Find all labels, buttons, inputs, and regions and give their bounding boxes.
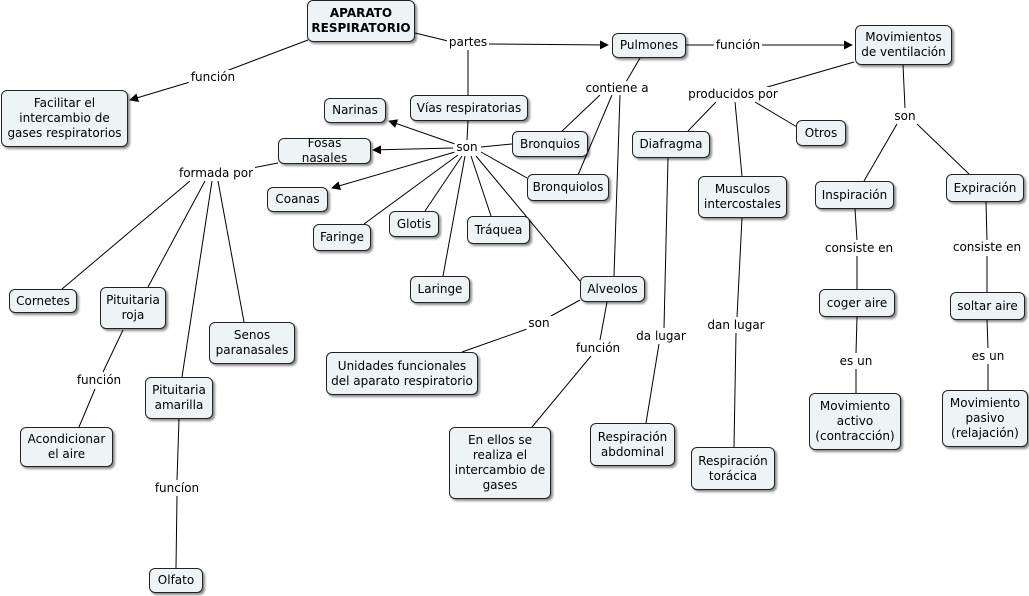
label-es-un-activo: es un xyxy=(837,354,875,368)
node-senos-paranasales[interactable]: Senos paranasales xyxy=(209,322,295,364)
node-respiracion-abdominal[interactable]: Respiración abdominal xyxy=(590,423,675,466)
label-formada-por: formada por xyxy=(176,166,256,180)
edge-diafragma-dalugar xyxy=(663,157,669,329)
label-da-lugar: da lugar xyxy=(634,329,688,343)
edge-movimientos-producidos xyxy=(763,61,855,89)
edge-vias-son xyxy=(466,120,469,141)
label-son-alveolos: son xyxy=(526,316,552,330)
label-son-movimientos: son xyxy=(892,109,918,123)
edge-coger-esun xyxy=(855,316,858,354)
label-contiene-a: contiene a xyxy=(583,81,651,95)
edge-son-coanas xyxy=(331,151,456,191)
node-pituitaria-roja[interactable]: Pituitaria roja xyxy=(100,287,166,329)
edge-partes-pulmones xyxy=(488,40,609,50)
node-movimientos-ventilacion[interactable]: Movimientos de ventilación xyxy=(855,25,952,65)
label-funcion-pituitaria-roja: función xyxy=(74,373,124,387)
edge-fosas-formada xyxy=(251,162,279,169)
label-son-vias: son xyxy=(454,140,480,154)
node-bronquiolos[interactable]: Bronquiolos xyxy=(527,174,609,201)
node-pulmones[interactable]: Pulmones xyxy=(612,33,686,58)
edge-funcion-acondicionar xyxy=(78,388,96,428)
edge-dalugar-abdominal xyxy=(645,343,660,424)
edge-son-bronquios xyxy=(480,143,513,148)
edge-producidos-musculos xyxy=(734,101,743,177)
label-funcion-pulmones: función xyxy=(713,38,763,52)
edge-son-bronquiolos xyxy=(480,151,528,179)
edge-producidos-otros xyxy=(754,101,798,128)
edge-pitamarilla-funcion xyxy=(176,418,180,481)
node-musculos-intercostales[interactable]: Musculos intercostales xyxy=(698,176,787,218)
node-coger-aire[interactable]: coger aire xyxy=(819,289,895,317)
label-funcion-pituitaria-amarilla: funcíon xyxy=(152,481,202,495)
node-en-ellos-intercambio[interactable]: En ellos se realiza el intercambio de ga… xyxy=(449,427,551,499)
node-cornetes[interactable]: Cornetes xyxy=(9,289,77,313)
edge-aparato-partes xyxy=(414,32,449,42)
node-expiracion[interactable]: Expiración xyxy=(946,174,1024,202)
node-facilitar-intercambio[interactable]: Facilitar el intercambio de gases respir… xyxy=(1,90,128,147)
edge-movimientos-son xyxy=(902,64,906,109)
edge-formada-pitroja xyxy=(147,180,206,288)
node-inspiracion[interactable]: Inspiración xyxy=(815,181,894,209)
edge-son-fosas xyxy=(372,145,454,155)
node-acondicionar-aire[interactable]: Acondicionar el aire xyxy=(20,427,113,467)
edge-pitroja-funcion xyxy=(102,329,124,373)
edge-formada-senos xyxy=(217,180,245,323)
node-laringe[interactable]: Laringe xyxy=(410,276,470,303)
node-diafragma[interactable]: Diafragma xyxy=(632,131,710,158)
edge-alveolos-son xyxy=(550,299,581,317)
node-coanas[interactable]: Coanas xyxy=(267,187,328,212)
node-glotis[interactable]: Glotis xyxy=(389,211,439,237)
edge-funcion-enellos xyxy=(531,355,592,428)
edge-formada-pitamarilla xyxy=(181,180,213,378)
node-pituitaria-amarilla[interactable]: Pituitaria amarilla xyxy=(145,377,213,419)
node-traquea[interactable]: Tráquea xyxy=(467,216,530,244)
edge-expiracion-consiste xyxy=(985,201,988,241)
edge-formada-cornetes xyxy=(61,180,191,290)
label-es-un-pasivo: es un xyxy=(969,349,1007,363)
edge-producidos-diafragma xyxy=(687,101,717,132)
node-unidades-funcionales[interactable]: Unidades funcionales del aparato respira… xyxy=(326,352,478,395)
edge-funcion-facilitar xyxy=(129,81,191,102)
edge-son-inspiracion xyxy=(863,123,898,182)
node-respiracion-toracica[interactable]: Respiración torácica xyxy=(691,447,775,490)
edge-son-unidades xyxy=(461,328,528,353)
node-narinas[interactable]: Narinas xyxy=(324,98,386,123)
edge-son-narinas xyxy=(388,119,456,145)
edge-contiene-bronquios xyxy=(559,94,601,134)
node-vias-respiratorias[interactable]: Vías respiratorias xyxy=(410,95,528,121)
label-consiste-en-expiracion: consiste en xyxy=(950,240,1024,254)
edge-pulmones-contiene xyxy=(625,57,641,83)
node-otros[interactable]: Otros xyxy=(796,120,846,146)
edge-danlugar-toracica xyxy=(733,332,737,448)
node-soltar-aire[interactable]: soltar aire xyxy=(950,292,1025,320)
node-fosas-nasales[interactable]: Fosas nasales xyxy=(278,136,371,165)
node-movimiento-activo[interactable]: Movimiento activo (contracción) xyxy=(809,393,901,450)
label-consiste-en-inspiracion: consiste en xyxy=(822,241,896,255)
edge-musculos-danlugar xyxy=(736,217,743,318)
edge-son-expiracion xyxy=(916,123,970,175)
node-olfato[interactable]: Olfato xyxy=(149,568,203,593)
label-partes: partes xyxy=(446,35,490,49)
node-movimiento-pasivo[interactable]: Movimiento pasivo (relajación) xyxy=(942,390,1028,447)
label-dan-lugar: dan lugar xyxy=(705,318,767,332)
edge-son-laringe xyxy=(442,155,466,277)
edge-alveolos-funcion xyxy=(599,301,608,341)
node-alveolos[interactable]: Alveolos xyxy=(580,276,645,302)
edge-son-glotis xyxy=(424,155,463,212)
edge-inspiracion-consiste xyxy=(854,208,858,241)
node-bronquios[interactable]: Bronquios xyxy=(512,131,588,157)
edge-funcion-olfato xyxy=(175,495,178,569)
edge-soltar-esun xyxy=(986,319,989,349)
label-producidos-por: producidos por xyxy=(686,87,780,101)
node-faringe[interactable]: Faringe xyxy=(313,224,371,251)
label-funcion-alveolos: función xyxy=(573,341,623,355)
edge-son-traquea xyxy=(470,155,492,217)
edge-contiene-alveolos xyxy=(613,94,621,277)
label-funcion-top: función xyxy=(188,70,238,84)
edge-contiene-bronquiolos xyxy=(577,94,613,176)
node-aparato-respiratorio[interactable]: APARATO RESPIRATORIO xyxy=(307,0,415,42)
edge-son-faringe xyxy=(363,154,459,225)
